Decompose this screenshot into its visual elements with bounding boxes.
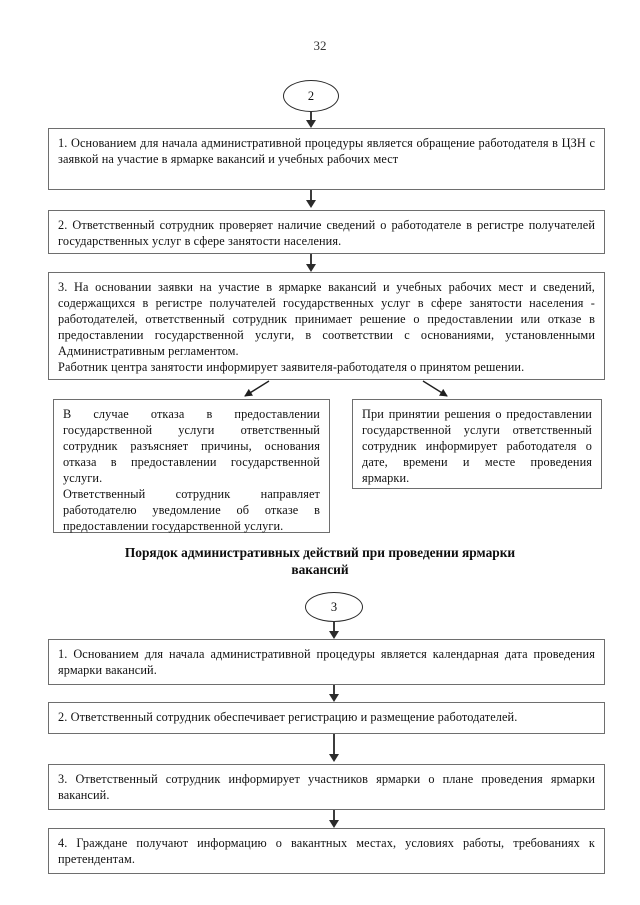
branch-arrows-group — [244, 380, 448, 397]
connector-line-bstep1-to-bstep2 — [333, 685, 335, 700]
flow-connector-node-3: 3 — [305, 592, 363, 622]
flow-step-2: 2. Ответственный сотрудник проверяет нал… — [48, 210, 605, 254]
flow-step-2-text: 2. Ответственный сотрудник проверяет нал… — [58, 218, 595, 248]
flow-bottom-step-4-text: 4. Граждане получают информацию о вакант… — [58, 836, 595, 866]
connector-line-node2-to-step1 — [310, 112, 312, 126]
section-heading-line-2: вакансий — [291, 562, 349, 578]
page-number: 32 — [313, 38, 327, 53]
branch-arrow-to-refusal — [244, 380, 270, 397]
flow-bottom-step-1-text: 1. Основанием для начала административно… — [58, 647, 595, 677]
flow-connector-node-2: 2 — [283, 80, 339, 112]
arrowhead-step2-to-step3 — [306, 264, 316, 272]
flow-bottom-step-3: 3. Ответственный сотрудник информирует у… — [48, 764, 605, 810]
arrowhead-bstep2-to-bstep3 — [329, 754, 339, 762]
flow-branch-approval: При принятии решения о предоставлении го… — [352, 399, 602, 489]
section-heading: Порядок административных действий при пр… — [90, 544, 550, 578]
flow-step-3: 3. На основании заявки на участие в ярма… — [48, 272, 605, 380]
connector-line-step2-to-step3 — [310, 254, 312, 270]
flow-connector-node-3-label: 3 — [330, 599, 338, 614]
flow-step-1-text: 1. Основанием для начала административно… — [58, 136, 595, 166]
flow-branch-refusal-text: В случае отказа в предоставлении государ… — [63, 407, 320, 485]
connector-line-step1-to-step2 — [310, 190, 312, 204]
flow-bottom-step-4: 4. Граждане получают информацию о вакант… — [48, 828, 605, 874]
arrowhead-step1-to-step2 — [306, 200, 316, 208]
flow-step-1: 1. Основанием для начала административно… — [48, 128, 605, 190]
flow-connector-node-2-label: 2 — [307, 88, 315, 103]
branch-arrow-to-approval — [422, 380, 448, 397]
flow-bottom-step-2-text: 2. Ответственный сотрудник обеспечивает … — [58, 710, 518, 724]
connector-line-bstep2-to-bstep3 — [333, 734, 335, 758]
section-heading-line-1: Порядок административных действий при пр… — [124, 545, 516, 560]
arrowhead-node2-to-step1 — [306, 120, 316, 128]
flow-branch-approval-text: При принятии решения о предоставлении го… — [362, 407, 592, 485]
connector-line-bstep3-to-bstep4 — [333, 810, 335, 824]
arrowhead-node3-to-bstep1 — [329, 631, 339, 639]
arrowhead-bstep3-to-bstep4 — [329, 820, 339, 828]
flow-bottom-step-2: 2. Ответственный сотрудник обеспечивает … — [48, 702, 605, 734]
arrowhead-bstep1-to-bstep2 — [329, 694, 339, 702]
flow-branch-refusal-text-line-2: Ответственный сотрудник направляет работ… — [63, 486, 320, 533]
connector-line-node3-to-bstep1 — [333, 622, 335, 636]
flow-bottom-step-1: 1. Основанием для начала административно… — [48, 639, 605, 685]
flow-branch-refusal: В случае отказа в предоставлении государ… — [53, 399, 330, 533]
flow-step-3-text: 3. На основании заявки на участие в ярма… — [58, 280, 595, 358]
flow-bottom-step-3-text: 3. Ответственный сотрудник информирует у… — [58, 772, 595, 802]
flow-step-3-text-line-2: Работник центра занятости информирует за… — [58, 359, 525, 374]
